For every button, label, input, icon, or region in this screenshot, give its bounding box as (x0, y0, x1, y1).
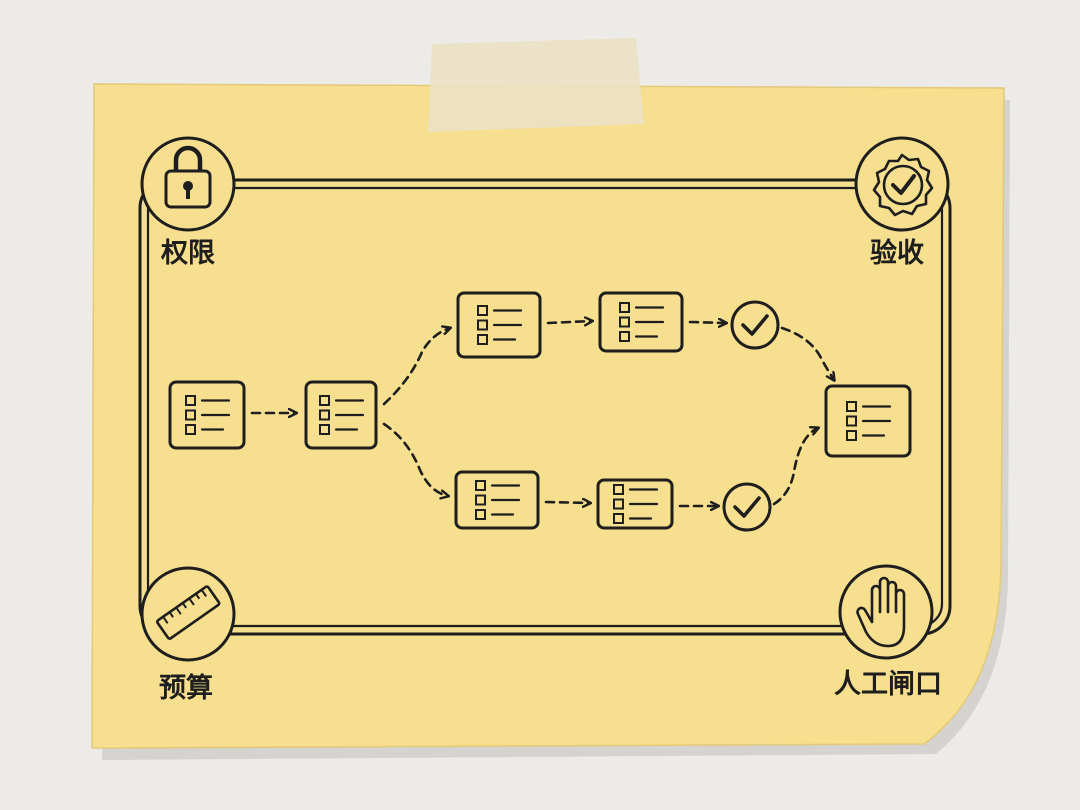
task-box-lower-2 (596, 478, 674, 530)
check-circle-lower (722, 482, 772, 532)
corner-label-budget: 预算 (159, 672, 213, 704)
raised-hand-icon (856, 576, 906, 648)
check-circle-upper (730, 300, 780, 350)
frame-outer (138, 178, 952, 636)
arrow-lower-1-to-2 (544, 502, 590, 503)
task-box-split (304, 380, 378, 450)
arrow-lower-check-to-merge (772, 428, 818, 506)
check-circle-icon (733, 496, 761, 518)
lock-icon (164, 145, 212, 209)
arrow-upper-2-to-check (688, 322, 726, 323)
sticky-note (91, 83, 1005, 749)
arrow-upper-check-to-merge (780, 326, 834, 380)
check-badge-icon (872, 153, 934, 217)
corner-human-gate: 人工闸口 (834, 564, 942, 700)
ruler-icon (156, 585, 221, 640)
arrow-split-to-lower (382, 422, 448, 496)
task-box-merge (824, 384, 912, 458)
task-box-lower-1 (454, 470, 540, 530)
corner-label-human-gate: 人工闸口 (834, 669, 942, 700)
check-circle-icon (741, 314, 769, 336)
corner-budget: 预算 (140, 566, 236, 704)
corner-label-acceptance: 验收 (870, 237, 924, 269)
corner-permission: 权限 (140, 136, 236, 269)
arrow-split-to-upper (382, 328, 450, 406)
task-box-upper-2 (598, 291, 684, 353)
corner-acceptance: 验收 (854, 136, 950, 269)
task-box-upper-1 (456, 291, 542, 359)
frame-inner (146, 186, 944, 628)
arrow-upper-1-to-2 (546, 321, 592, 323)
tape-strip (428, 38, 644, 132)
task-box-start (168, 380, 246, 450)
corner-label-permission: 权限 (160, 238, 215, 269)
